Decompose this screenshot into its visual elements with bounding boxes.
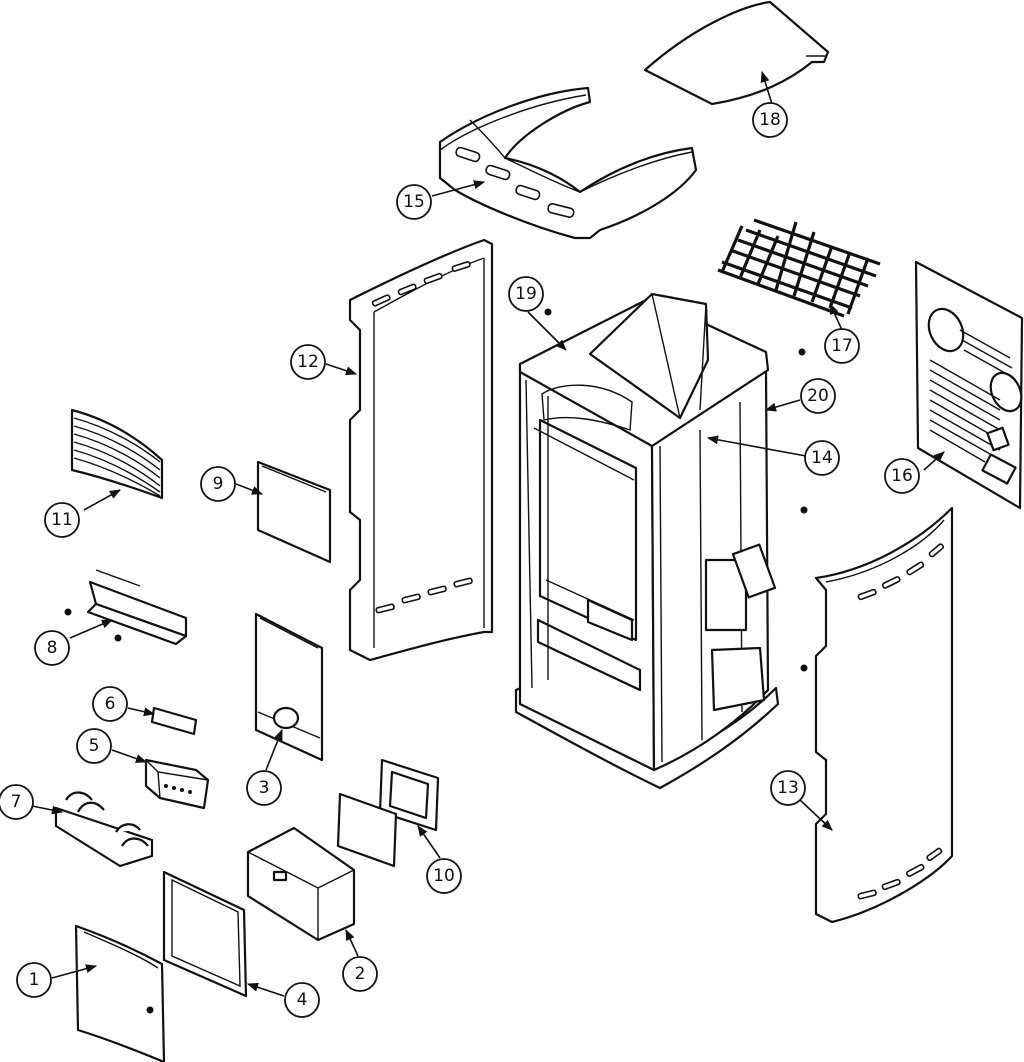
callout-15: 15: [396, 184, 432, 220]
callout-7-label: 7: [11, 792, 22, 812]
part-15-top-frame: [438, 86, 698, 240]
callout-10: 10: [426, 858, 462, 894]
callout-15-label: 15: [403, 192, 425, 212]
part-12-left-side-panel: [348, 238, 494, 662]
callout-9: 9: [200, 466, 236, 502]
callout-4-label: 4: [297, 990, 308, 1010]
part-8-bracket: [64, 569, 188, 646]
callout-10-label: 10: [433, 866, 455, 886]
callout-3: 3: [246, 770, 282, 806]
part-3-door-panel: [254, 612, 324, 762]
callout-12-label: 12: [297, 352, 319, 372]
callout-5: 5: [76, 728, 112, 764]
screws: [544, 308, 808, 672]
part-1-glass-door: [74, 924, 166, 1062]
callout-14-label: 14: [811, 448, 833, 468]
callout-2-label: 2: [355, 964, 366, 984]
stove-body: [514, 292, 780, 790]
callout-16: 16: [884, 458, 920, 494]
callout-6: 6: [92, 686, 128, 722]
callout-13: 13: [770, 770, 806, 806]
callout-11: 11: [44, 502, 80, 538]
callout-17-label: 17: [831, 336, 853, 356]
callout-1-label: 1: [29, 970, 40, 990]
callout-2: 2: [342, 956, 378, 992]
callout-17: 17: [824, 328, 860, 364]
part-6-block: [150, 706, 198, 736]
callout-16-label: 16: [891, 466, 913, 486]
callout-1: 1: [16, 962, 52, 998]
callout-6-label: 6: [105, 694, 116, 714]
part-9-plate: [256, 460, 332, 564]
callout-7: 7: [0, 784, 34, 820]
part-10-gasket-plate: [336, 758, 440, 868]
callout-4: 4: [284, 982, 320, 1018]
callout-18: 18: [752, 102, 788, 138]
part-11-front-grill: [70, 408, 164, 500]
callout-14: 14: [804, 440, 840, 476]
part-18-top-lid: [643, 0, 830, 106]
callout-20: 20: [800, 378, 836, 414]
part-7-log-holder: [54, 791, 154, 868]
callout-3-label: 3: [259, 778, 270, 798]
callout-19-label: 19: [515, 284, 537, 304]
callout-5-label: 5: [89, 736, 100, 756]
callout-20-label: 20: [807, 386, 829, 406]
callout-8: 8: [34, 630, 70, 666]
part-16-rear-panel: [914, 260, 1024, 510]
callout-11-label: 11: [51, 510, 73, 530]
part-4-frame-gasket: [162, 870, 248, 998]
part-2-ash-box: [246, 826, 356, 942]
callout-12: 12: [290, 344, 326, 380]
callout-18-label: 18: [759, 110, 781, 130]
callout-8-label: 8: [47, 638, 58, 658]
part-13-right-side-panel: [814, 506, 954, 924]
part-5-burner-pot: [144, 758, 210, 810]
part-17-grid: [717, 218, 881, 318]
callout-19: 19: [508, 276, 544, 312]
callout-13-label: 13: [777, 778, 799, 798]
callout-9-label: 9: [213, 474, 224, 494]
leader-lines: [31, 70, 945, 997]
